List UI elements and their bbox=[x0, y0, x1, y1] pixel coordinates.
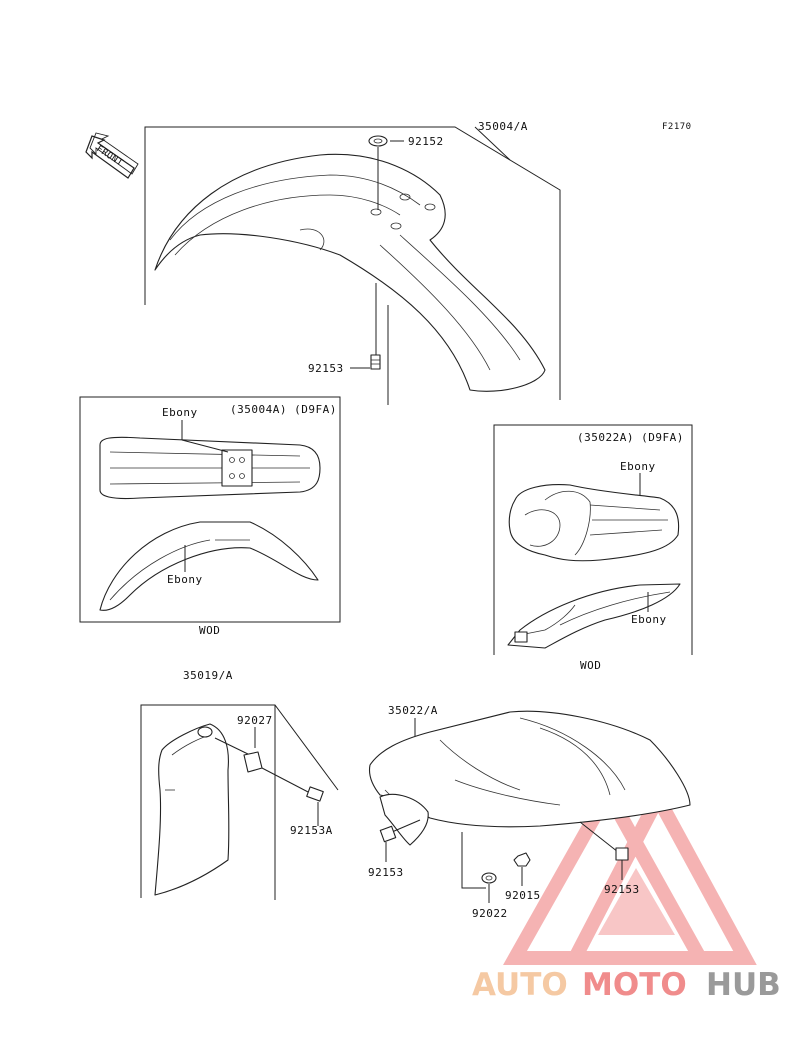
inset-front-color-side: Ebony bbox=[167, 573, 203, 586]
label-front-fender: 35004/A bbox=[478, 120, 528, 133]
bolt-92153-front bbox=[350, 283, 381, 370]
inset-rear-code: (35022A) (D9FA) bbox=[577, 431, 684, 444]
front-arrow-icon: FRONT bbox=[85, 132, 139, 179]
collar-92027 bbox=[214, 727, 263, 773]
label-collar-92027: 92027 bbox=[237, 714, 273, 727]
label-bolt-92153-rear-left: 92153 bbox=[368, 866, 404, 879]
inset-rear-caption: WOD bbox=[580, 659, 601, 672]
label-bolt-92153A: 92153A bbox=[290, 824, 333, 837]
side-cover-bracket bbox=[140, 704, 339, 900]
watermark-text: AUTO MOTO HUB bbox=[472, 967, 781, 1003]
bolt-92153-rear-right bbox=[579, 821, 629, 880]
inset-front-fender-box bbox=[79, 396, 341, 623]
label-side-cover: 35019/A bbox=[183, 669, 233, 682]
watermark-logo bbox=[503, 778, 757, 965]
watermark-hub: HUB bbox=[706, 967, 781, 1003]
watermark-moto: MOTO bbox=[582, 967, 687, 1003]
diagram-code: F2170 bbox=[662, 122, 692, 132]
label-bolt-92153-rear-right: 92153 bbox=[604, 883, 640, 896]
label-washer-92152: 92152 bbox=[408, 135, 444, 148]
front-fender-bracket bbox=[144, 126, 561, 405]
rear-fender bbox=[368, 710, 691, 846]
inset-rear-fender-box bbox=[493, 424, 693, 655]
inset-rear-color-top: Ebony bbox=[620, 460, 656, 473]
nut-92015 bbox=[513, 852, 531, 886]
front-fender bbox=[154, 153, 546, 392]
label-bolt-92153-front: 92153 bbox=[308, 362, 344, 375]
washer-92022 bbox=[481, 872, 497, 903]
label-washer-92022: 92022 bbox=[472, 907, 508, 920]
watermark-auto: AUTO bbox=[472, 967, 568, 1003]
inset-front-code: (35004A) (D9FA) bbox=[230, 403, 337, 416]
side-cover bbox=[154, 723, 230, 896]
label-nut-92015: 92015 bbox=[505, 889, 541, 902]
inset-rear-color-side: Ebony bbox=[631, 613, 667, 626]
inset-front-caption: WOD bbox=[199, 624, 220, 637]
washer-92152 bbox=[368, 135, 404, 210]
inset-front-color-top: Ebony bbox=[162, 406, 198, 419]
bolt-92153-rear-left bbox=[379, 819, 421, 862]
label-rear-fender: 35022/A bbox=[388, 704, 438, 717]
bolt-92153A bbox=[261, 767, 324, 826]
